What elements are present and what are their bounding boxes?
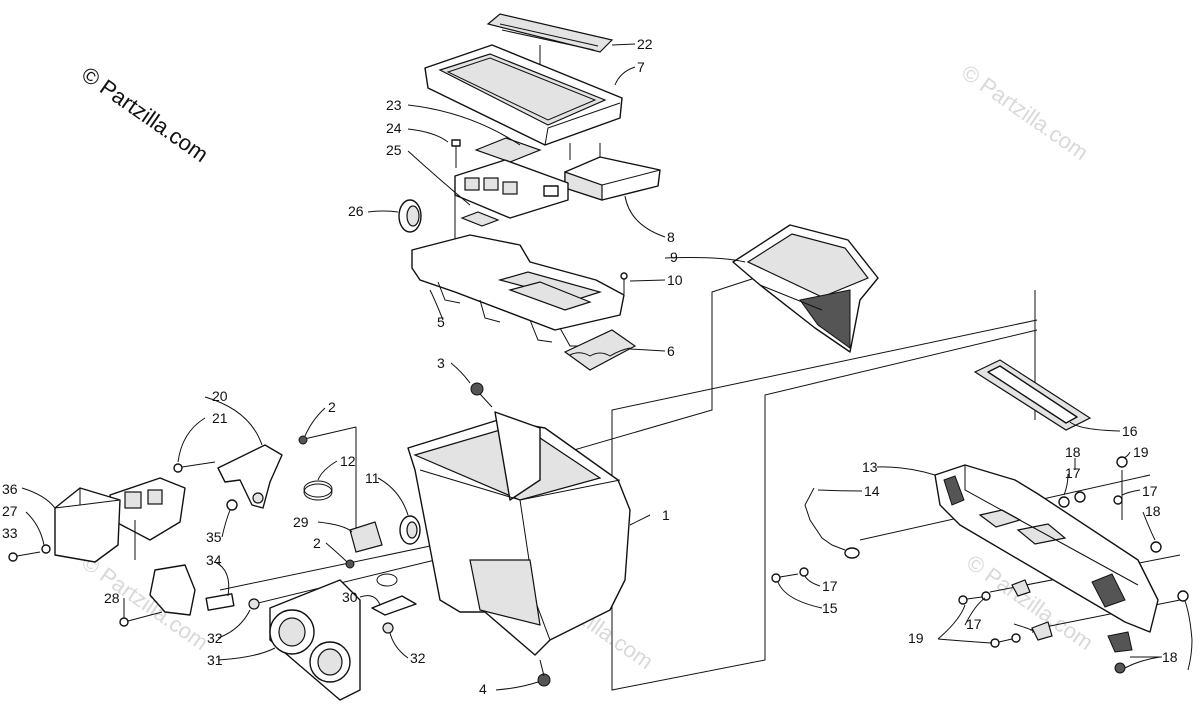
part-21-bolt xyxy=(173,461,216,473)
part-35-washer xyxy=(226,499,238,511)
callout-18-bottom: 18 xyxy=(1162,649,1178,665)
callout-3: 3 xyxy=(437,355,445,371)
callout-27: 27 xyxy=(2,503,18,519)
part-36-cover xyxy=(54,487,121,563)
callout-26: 26 xyxy=(348,203,364,219)
part-3-bolt xyxy=(470,382,493,408)
callout-22: 22 xyxy=(637,36,653,52)
callout-2-upper: 2 xyxy=(328,399,336,415)
part-9-intake-silencer xyxy=(732,224,879,353)
callout-17-right: 17 xyxy=(1142,483,1158,499)
callout-36: 36 xyxy=(2,481,18,497)
callout-6: 6 xyxy=(667,343,675,359)
part-23-decal xyxy=(474,137,542,163)
carburetor-assembly xyxy=(109,477,186,560)
part-5-tray xyxy=(411,234,625,347)
callout-35: 35 xyxy=(206,529,222,545)
part-13-manifold xyxy=(934,464,1159,633)
part-6-seal xyxy=(563,329,637,371)
part-11-grommet xyxy=(399,515,421,545)
callout-16: 16 xyxy=(1122,423,1138,439)
callout-7: 7 xyxy=(637,59,645,75)
leader-lines xyxy=(21,43,1193,691)
callout-10: 10 xyxy=(667,272,683,288)
callout-19-top: 19 xyxy=(1133,444,1149,460)
callout-13: 13 xyxy=(862,459,878,475)
callout-labels: 22 7 23 24 25 26 8 9 10 5 6 3 20 21 2 16… xyxy=(2,36,1178,697)
watermark-text: © Partzilla.com xyxy=(77,62,213,168)
watermark-faint-1: © Partzilla.com xyxy=(957,60,1093,166)
callout-19-bottom: 19 xyxy=(908,630,924,646)
callout-12: 12 xyxy=(340,453,356,469)
part-1-airbox-body xyxy=(407,411,631,687)
callout-17-mid: 17 xyxy=(822,578,838,594)
part-20-bracket xyxy=(217,444,283,509)
callout-20: 20 xyxy=(212,388,228,404)
callout-30: 30 xyxy=(342,589,358,605)
part-28-actuator xyxy=(119,564,196,627)
callout-17-bottom: 17 xyxy=(966,616,982,632)
callout-24: 24 xyxy=(386,120,402,136)
callout-17-top: 17 xyxy=(1065,465,1081,481)
callout-28: 28 xyxy=(104,590,120,606)
callout-31: 31 xyxy=(207,652,223,668)
part-16-gasket xyxy=(973,359,1092,431)
part-24-screw xyxy=(451,139,461,168)
callout-15: 15 xyxy=(822,600,838,616)
part-10-screw xyxy=(620,272,628,294)
part-31-intake-duct xyxy=(269,579,361,701)
callout-25: 25 xyxy=(386,142,402,158)
part-30-clip xyxy=(371,573,417,616)
part-34-cylinder xyxy=(205,593,235,611)
part-12-clamp xyxy=(303,480,333,501)
part-22-filter-screen xyxy=(486,13,614,53)
callout-34: 34 xyxy=(206,552,222,568)
watermark-main: © Partzilla.com xyxy=(77,62,213,168)
part-14-rod xyxy=(804,487,860,559)
callout-33: 33 xyxy=(2,525,18,541)
part-33-screw xyxy=(8,551,41,562)
part-26-grommet xyxy=(398,199,422,233)
callout-5: 5 xyxy=(437,314,445,330)
callout-21: 21 xyxy=(212,410,228,426)
part-32-plugs xyxy=(248,598,394,634)
callout-11: 11 xyxy=(365,470,380,486)
callout-4: 4 xyxy=(479,681,487,697)
part-8-foam-block xyxy=(564,156,661,201)
callout-23: 23 xyxy=(386,97,402,113)
callout-1: 1 xyxy=(662,507,670,523)
callout-8: 8 xyxy=(667,229,675,245)
callout-2-lower: 2 xyxy=(313,535,321,551)
callout-32-right: 32 xyxy=(410,650,426,666)
callout-32-left: 32 xyxy=(207,630,223,646)
callout-29: 29 xyxy=(293,514,309,530)
callout-18-top: 18 xyxy=(1065,444,1081,460)
part-7-airbox-cover xyxy=(424,44,623,146)
part-29-bracket xyxy=(349,521,383,553)
callout-18-right: 18 xyxy=(1145,503,1161,519)
part-25-control-module xyxy=(454,159,569,227)
callout-14: 14 xyxy=(864,483,880,499)
part-27-washer xyxy=(41,544,51,554)
callout-9: 9 xyxy=(670,249,678,265)
part-2-washers xyxy=(298,435,355,569)
